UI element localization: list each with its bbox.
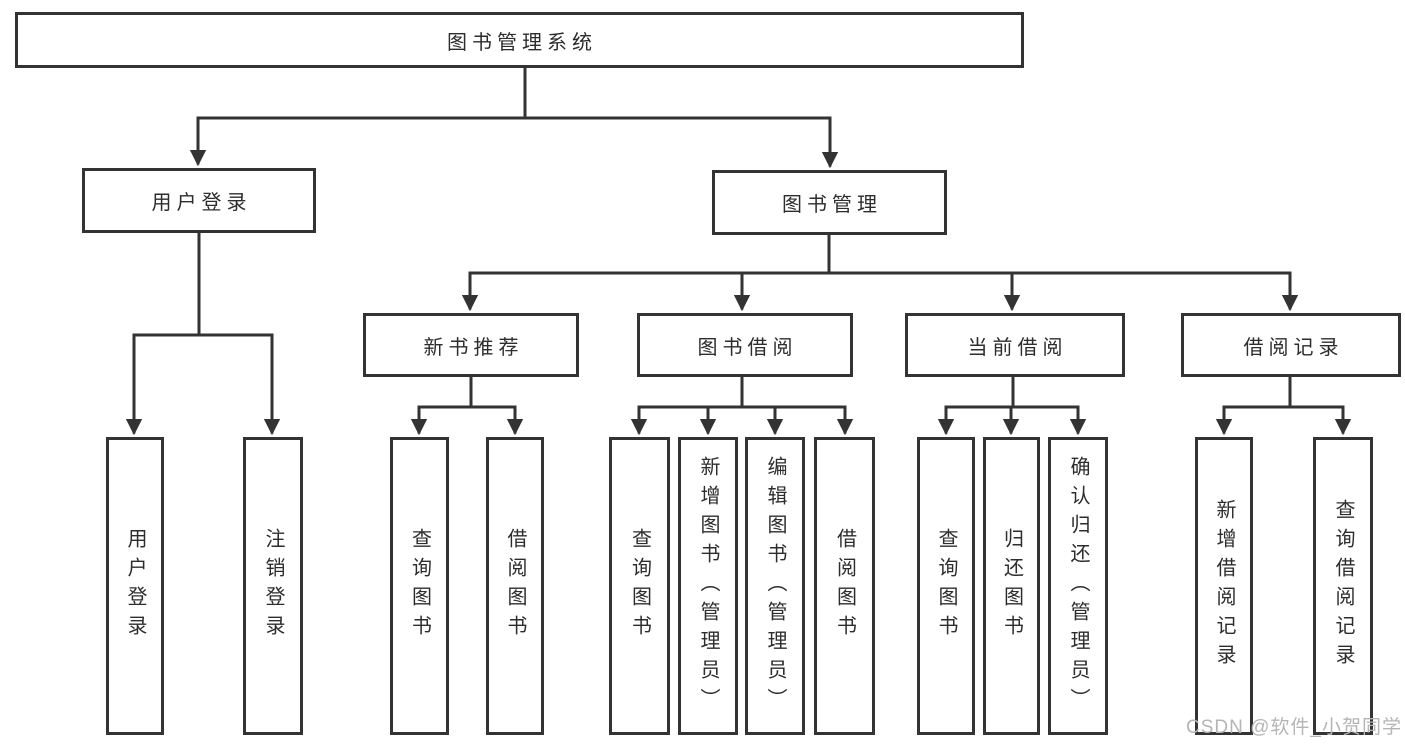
node-label: 新书推荐 bbox=[423, 336, 524, 359]
node-label: 图书管理 bbox=[782, 194, 882, 216]
node-label: 借阅图书 bbox=[504, 528, 526, 644]
node-user-login: 用户登录 bbox=[82, 168, 316, 233]
node-label: 图书借阅 bbox=[697, 336, 798, 359]
leaf-edit-books-admin: 编辑图书（管理员） bbox=[745, 437, 805, 735]
node-label: 用户登录 bbox=[151, 192, 252, 214]
node-current-borrowing: 当前借阅 bbox=[905, 313, 1125, 377]
node-label: 查询图书 bbox=[628, 528, 651, 644]
leaf-return-books: 归还图书 bbox=[983, 437, 1040, 735]
node-label: 当前借阅 bbox=[967, 336, 1068, 359]
leaf-search-books-borrowing: 查询图书 bbox=[609, 437, 670, 735]
node-label: 新增图书（管理员） bbox=[697, 455, 719, 717]
node-new-book-recommendation: 新书推荐 bbox=[363, 313, 579, 377]
node-label: 借阅记录 bbox=[1243, 336, 1344, 359]
leaf-add-books-admin: 新增图书（管理员） bbox=[678, 437, 738, 735]
node-label: 新增借阅记录 bbox=[1213, 499, 1235, 673]
node-label: 借阅图书 bbox=[833, 528, 856, 644]
node-label: 编辑图书（管理员） bbox=[764, 455, 786, 717]
leaf-logout: 注销登录 bbox=[243, 437, 303, 735]
leaf-search-borrowing-record: 查询借阅记录 bbox=[1313, 437, 1373, 735]
node-label: 查询图书 bbox=[935, 528, 957, 644]
node-label: 图书管理系统 bbox=[447, 31, 597, 54]
node-borrowing-records: 借阅记录 bbox=[1181, 313, 1401, 377]
leaf-search-books-recommend: 查询图书 bbox=[390, 437, 449, 735]
leaf-borrow-books: 借阅图书 bbox=[814, 437, 875, 735]
leaf-user-login: 用户登录 bbox=[106, 437, 164, 735]
node-label: 用户登录 bbox=[124, 528, 146, 644]
node-label: 归还图书 bbox=[1000, 528, 1023, 644]
node-label: 查询借阅记录 bbox=[1332, 499, 1354, 673]
node-label: 注销登录 bbox=[262, 528, 284, 644]
leaf-borrow-books-recommend: 借阅图书 bbox=[486, 437, 544, 735]
leaf-add-borrowing-record: 新增借阅记录 bbox=[1195, 437, 1253, 735]
leaf-search-books-current: 查询图书 bbox=[917, 437, 975, 735]
node-library-management-system: 图书管理系统 bbox=[15, 12, 1024, 68]
csdn-watermark: CSDN @软件_小贺同学 bbox=[1186, 717, 1402, 738]
node-book-borrowing: 图书借阅 bbox=[637, 313, 853, 377]
node-label: 确认归还（管理员） bbox=[1067, 455, 1089, 717]
node-label: 查询图书 bbox=[408, 528, 431, 644]
node-book-management: 图书管理 bbox=[712, 170, 947, 235]
leaf-confirm-return-admin: 确认归还（管理员） bbox=[1048, 437, 1108, 735]
